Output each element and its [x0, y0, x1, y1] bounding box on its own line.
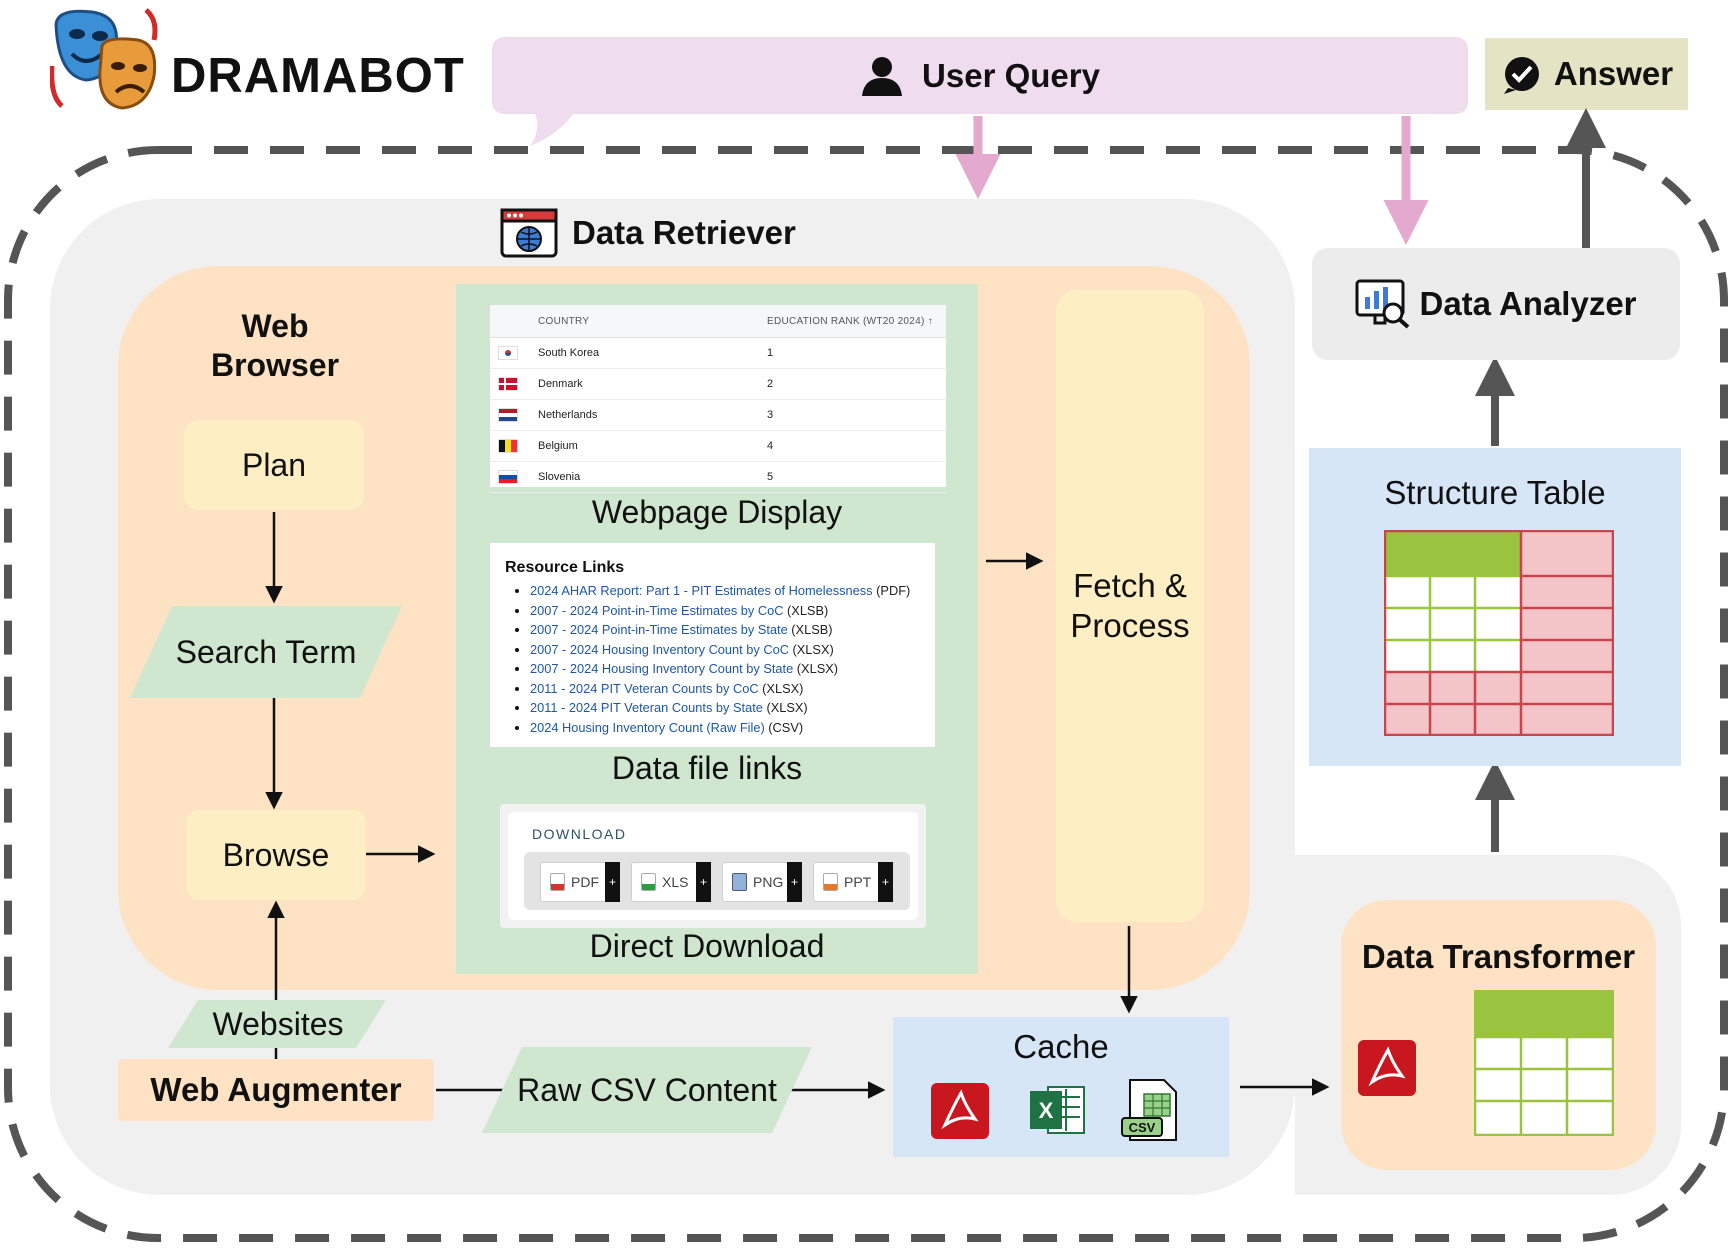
- resource-link[interactable]: 2007 - 2024 Point-in-Time Estimates by C…: [530, 602, 784, 618]
- webpage-display-caption: Webpage Display: [591, 494, 843, 530]
- data-file-links-caption: Data file links: [611, 750, 803, 786]
- websites-parallelogram: [168, 1000, 386, 1048]
- raw-csv-label: Raw CSV Content: [517, 1071, 777, 1108]
- list-item[interactable]: 2007 - 2024 Point-in-Time Estimates by S…: [530, 620, 935, 640]
- xls-file-icon: [641, 873, 656, 891]
- data-retriever-title: Data Retriever: [572, 214, 796, 251]
- app-title: DRAMABOT: [171, 49, 465, 103]
- table-row: Slovenia 5: [490, 461, 946, 493]
- structure-table-grid: [1384, 530, 1614, 736]
- resource-links-card: Resource Links 2024 AHAR Report: Part 1 …: [490, 543, 935, 747]
- websites-label: Websites: [212, 1005, 344, 1042]
- table-row: Denmark 2: [490, 368, 946, 400]
- table-row: Belgium 4: [490, 430, 946, 462]
- pdf-file-icon: [550, 873, 565, 891]
- transformer-output-table: [1474, 990, 1614, 1136]
- browse-step[interactable]: Browse: [186, 810, 366, 900]
- download-label: DOWNLOAD: [532, 826, 627, 842]
- download-png-button[interactable]: PNG +: [722, 862, 802, 902]
- fetch-process-box[interactable]: Fetch & Process: [1056, 290, 1204, 922]
- csv-badge: CSV: [1129, 1120, 1156, 1135]
- ppt-file-icon: [823, 873, 838, 891]
- web-browser-title-line2: Browser: [210, 347, 340, 384]
- resource-link[interactable]: 2007 - 2024 Housing Inventory Count by S…: [530, 661, 794, 676]
- netherlands-flag-icon: [498, 408, 518, 422]
- download-xls-button[interactable]: XLS +: [631, 862, 711, 902]
- png-file-icon: [732, 873, 747, 891]
- list-item[interactable]: 2024 AHAR Report: Part 1 - PIT Estimates…: [530, 581, 935, 601]
- table-row: Netherlands 3: [490, 399, 946, 431]
- plus-icon[interactable]: +: [787, 862, 802, 902]
- browser-globe-icon: [500, 208, 558, 258]
- resource-links-title: Resource Links: [505, 559, 625, 576]
- raw-csv-parallelogram: [482, 1047, 812, 1133]
- belgium-flag-icon: [498, 439, 518, 453]
- plan-step[interactable]: Plan: [184, 420, 364, 510]
- webpage-table-card: COUNTRY EDUCATION RANK (WT20 2024) ↑ Sou…: [490, 305, 946, 493]
- answer-box[interactable]: Answer: [1485, 38, 1688, 110]
- user-query-label: User Query: [922, 56, 1100, 94]
- list-item[interactable]: 2007 - 2024 Housing Inventory Count by S…: [530, 659, 935, 679]
- cache-title: Cache: [1013, 1028, 1109, 1065]
- search-term-parallelogram: [130, 606, 402, 698]
- resource-link[interactable]: 2011 - 2024 PIT Veteran Counts by CoC: [530, 680, 759, 696]
- answer-label: Answer: [1553, 55, 1674, 92]
- country-column-header[interactable]: COUNTRY: [537, 305, 766, 338]
- data-analyzer-box[interactable]: Data Analyzer: [1312, 248, 1680, 360]
- check-badge-icon: [1503, 57, 1539, 94]
- resource-link[interactable]: 2011 - 2024 PIT Veteran Counts by State: [530, 700, 763, 715]
- data-transformer-title: Data Transformer: [1361, 938, 1636, 975]
- resource-links-list: 2024 AHAR Report: Part 1 - PIT Estimates…: [490, 581, 935, 737]
- download-button-tray: PDF + XLS + PNG + PPT +: [524, 852, 910, 910]
- plus-icon[interactable]: +: [696, 862, 711, 902]
- list-item[interactable]: 2011 - 2024 PIT Veteran Counts by State …: [530, 698, 935, 718]
- list-item[interactable]: 2007 - 2024 Housing Inventory Count by C…: [530, 640, 935, 660]
- search-term-step[interactable]: Search Term: [175, 633, 357, 670]
- fetch-process-line1: Fetch &: [1073, 567, 1187, 605]
- resource-link[interactable]: 2024 AHAR Report: Part 1 - PIT Estimates…: [530, 583, 873, 598]
- excel-letter: X: [1039, 1098, 1054, 1123]
- resource-link[interactable]: 2007 - 2024 Housing Inventory Count by C…: [530, 641, 789, 657]
- south-korea-flag-icon: [498, 346, 518, 360]
- structure-table-title: Structure Table: [1384, 474, 1606, 511]
- download-pdf-button[interactable]: PDF +: [540, 862, 620, 902]
- web-browser-title: Web Browser: [190, 307, 360, 385]
- table-row: South Korea 1: [490, 337, 946, 369]
- data-analyzer-title: Data Analyzer: [1419, 285, 1637, 322]
- list-item[interactable]: 2024 Housing Inventory Count (Raw File) …: [530, 718, 935, 738]
- web-browser-title-line1: Web: [241, 308, 309, 344]
- drama-masks-logo: [50, 8, 158, 110]
- rank-column-header[interactable]: EDUCATION RANK (WT20 2024) ↑: [766, 305, 946, 338]
- user-icon: [862, 56, 903, 96]
- list-item[interactable]: 2007 - 2024 Point-in-Time Estimates by C…: [530, 601, 935, 621]
- fetch-process-line2: Process: [1070, 607, 1190, 644]
- pdf-icon: [931, 1083, 989, 1139]
- resource-link[interactable]: 2007 - 2024 Point-in-Time Estimates by S…: [530, 622, 788, 637]
- list-item[interactable]: 2011 - 2024 PIT Veteran Counts by CoC (X…: [530, 679, 935, 699]
- plus-icon[interactable]: +: [878, 862, 893, 902]
- user-query-bubble[interactable]: User Query: [492, 37, 1468, 114]
- education-rank-table: COUNTRY EDUCATION RANK (WT20 2024) ↑ Sou…: [490, 305, 946, 493]
- plus-icon[interactable]: +: [605, 862, 620, 902]
- direct-download-caption: Direct Download: [589, 928, 825, 964]
- data-retriever-header: Data Retriever: [500, 206, 796, 260]
- denmark-flag-icon: [498, 377, 518, 391]
- transformer-pdf-icon: [1358, 1040, 1416, 1096]
- download-card: DOWNLOAD PDF + XLS + PNG + PPT +: [500, 804, 926, 928]
- resource-link[interactable]: 2024 Housing Inventory Count (Raw File): [530, 719, 765, 735]
- excel-icon: X: [1030, 1086, 1085, 1134]
- analytics-monitor-icon: [1355, 279, 1410, 329]
- slovenia-flag-icon: [498, 470, 518, 484]
- csv-file-icon: CSV: [1121, 1079, 1177, 1141]
- web-augmenter-box[interactable]: Web Augmenter: [118, 1059, 434, 1121]
- speech-bubble-tail: [530, 110, 576, 146]
- download-ppt-button[interactable]: PPT +: [813, 862, 893, 902]
